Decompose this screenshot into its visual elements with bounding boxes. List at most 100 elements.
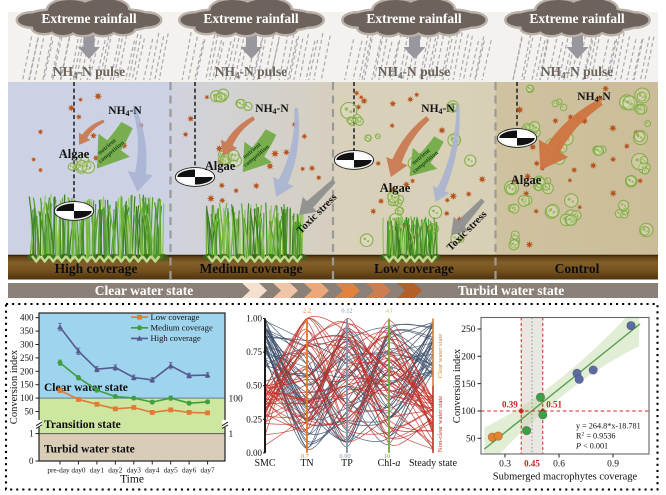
c3-point-high [588,365,598,375]
c1-ytick: 400 [20,313,34,323]
algae-clusters-medium [210,88,253,167]
c3-xtick: 0.9 [607,460,619,470]
c3-point-medium [521,425,532,436]
grass [27,193,168,263]
algae-clusters-high [67,153,96,174]
c2-axis-bottom-value: 0.7 [301,453,310,460]
c2-axis-top-value: 43 [386,308,392,315]
c2-ytick: 0.00 [246,448,262,458]
c1-xtick: pre-day [47,466,70,475]
rain-streaks-1 [22,32,169,81]
algae-label-4: Algae [511,173,542,187]
nh4n-label-1: NH4-N [108,105,142,118]
c3-threshold-label-2: 0.51 [546,399,562,409]
c3-threshold-label-mid: 0.45 [524,459,540,469]
c1-right-label: 1 [229,430,234,440]
rain-streaks-4 [512,32,655,81]
c3-r-squared: R2 = 0.9536 [576,432,616,441]
ammonium-dots-medium [182,94,322,204]
c2-axis-label: Chl-a [378,458,401,469]
c3-threshold-band [521,317,543,454]
c1-xtick: day4 [145,466,160,475]
pulse-label-3: NH4-N pulse [378,64,450,81]
c1-xtick: day1 [90,466,105,475]
series-high-coverage [57,322,211,383]
transition-bar [8,283,658,298]
series-medium-coverage [57,359,211,406]
c3-equation: y = 264.8*x-18.781 [576,422,641,431]
c2-ytick: 0.50 [246,381,262,391]
c3-xlabel: Submerged macrophytes coverage [493,472,638,483]
algae-label-3: Algae [380,181,411,195]
c1-ytick: 0 [29,456,34,466]
secchi-disk-control [496,128,538,148]
cloud-3 [341,0,488,38]
c1-legend-label: High coverage [151,333,202,343]
c2-axis-label: Steady state [409,458,458,469]
secchi-disk-high [53,201,95,221]
c3-ytick: 150 [461,380,476,390]
c3-ylabel: Conversion index [452,348,463,423]
transition-chevron-6 [397,283,422,298]
c2-axis-label: TP [341,458,353,469]
c3-points [487,321,636,442]
c3-p-value: P < 0.001 [575,442,608,451]
zone-turbid-water-state [39,433,225,461]
c2-ytick: 0.75 [246,347,262,357]
c3-confidence-band [484,317,640,454]
transition-bar-labels: Clear water state Turbid water state [95,283,564,298]
c1-ylabel: Conversion index [9,349,20,424]
zone-transition-state [39,398,225,434]
panel-label-control: Control [555,261,600,276]
c1-xtick: day6 [182,466,197,475]
nh4n-label-3: NH4-N [421,103,455,116]
cloud-4 [504,0,651,38]
c1-ytick: 300 [20,340,34,350]
algae-label-2: Algae [205,159,236,173]
transition-chevron-4 [335,283,360,298]
c1-zone-label-transition: Transition state [44,419,121,431]
c3-xtick: 0.3 [499,460,511,470]
algae-label-1: Algae [59,147,90,161]
c3-ytick: 250 [461,325,476,335]
c2-axis-label: TN [300,458,313,469]
panel-label-high: High coverage [55,261,138,276]
c3-ytick: 200 [461,353,476,363]
c3-point-low [493,431,503,441]
c3-point-high [574,374,584,384]
nh4n-label-2: NH4-N [255,103,289,116]
c2-state-label-clear: Clear water state [437,334,444,378]
c2-axis-bottom-value: 0.00 [339,453,350,460]
c1-ytick: 150 [20,380,34,390]
algae-clusters-control [508,98,648,251]
series-low-coverage [57,387,210,416]
c1-ytick: 100 [20,393,34,403]
cloud-1 [15,0,163,38]
c1-xtick: day7 [201,466,216,475]
c2-axis-label: SMC [254,458,275,469]
pulse-label-1: NH4-N pulse [53,64,125,81]
bar-label-clear: Clear water state [95,283,193,298]
algae-labels: Algae Algae Algae Algae [59,147,542,195]
c1-xtick: day3 [127,466,142,475]
panel-labels: High coverage Medium coverage Low covera… [55,261,600,276]
c1-legend-label: Low coverage [151,312,200,322]
flow-arrows [78,99,603,235]
panel-label-low: Low coverage [374,261,454,276]
secchi-disk-medium [174,167,216,187]
c1-ytick: 50 [25,407,35,417]
nh4n-labels: NH4-N NH4-N NH4-N NH4-N [108,91,611,118]
c3-point-high [626,321,636,331]
chart-parallel-coordinates: 0.000.250.500.751.002.20.70.120.004310SM… [246,308,457,470]
c1-right-label: 100 [229,394,244,404]
c1-xtick: day2 [108,466,123,475]
c1-zone-label-turbid: Turbid water state [44,444,135,456]
c2-axis-top-value: 2.2 [303,308,311,315]
c2-axis-top-value: 0.12 [341,308,352,315]
c1-xtick: day5 [164,466,179,475]
water-panel-control [495,82,658,256]
